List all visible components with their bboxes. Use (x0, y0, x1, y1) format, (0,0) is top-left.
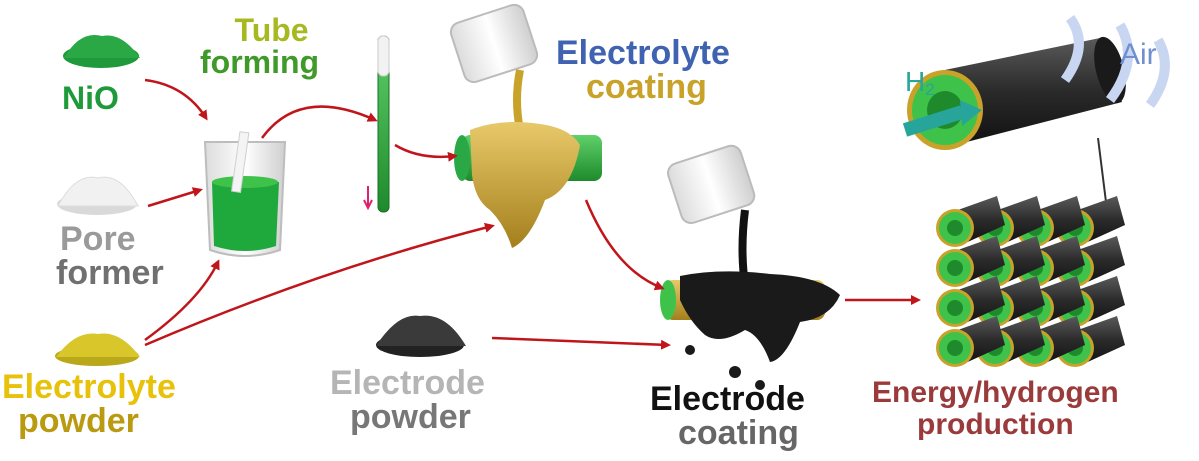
label-tube-forming: Tube forming (200, 14, 319, 78)
bundle-cell (936, 316, 1005, 367)
label-pore-former-line2: former (56, 254, 164, 292)
single-tubular-cell (907, 36, 1126, 150)
label-electrolyte-powder: Electrolyte powder (2, 370, 176, 438)
label-nio: NiO (62, 82, 119, 114)
label-h2-text: H (905, 66, 926, 97)
label-pore-former: Pore former (56, 222, 164, 290)
h2-flow-arrowhead (960, 100, 982, 126)
electrode-pour-cup (667, 144, 756, 225)
arrow-electrolyte-coating-to-electrode-coating (584, 199, 665, 291)
nio-powder-pile (63, 34, 140, 68)
label-air-text: Air (1120, 38, 1157, 71)
label-electrode-coating: Electrode coating (650, 382, 805, 450)
electrolyte-pour-cup (449, 3, 539, 84)
down-indicator-arrowhead (363, 199, 373, 211)
label-tube-forming-line1: Tube (234, 12, 309, 48)
label-h2: H2 (905, 66, 935, 99)
bundle-cell (936, 196, 1005, 247)
bundle-cell (936, 236, 1005, 287)
electrolyte-pour-stream (513, 69, 524, 131)
electrode-powder-pile (376, 315, 466, 357)
electrolyte-coated-tube (454, 122, 602, 248)
electrode-coated-tube (660, 271, 840, 390)
label-electrolyte-coating-line1: Electrolyte (556, 34, 730, 72)
label-electrolyte-powder-line2: powder (18, 402, 139, 440)
label-electrolyte-coating: Electrolyte coating (556, 36, 730, 104)
beaker-slurry (203, 131, 287, 257)
electrolyte-powder-pile (55, 333, 140, 366)
label-tube-forming-line2: forming (200, 44, 320, 80)
air-flow-arrow-1 (1060, 15, 1084, 83)
label-electrode-coating-line1: Electrode (650, 380, 805, 418)
connector-line (1097, 137, 1107, 203)
arrow-electrolyte-powder-to-coating (144, 222, 495, 347)
cell-bundle (936, 196, 1125, 367)
arrow-pore-former-to-beaker (147, 187, 203, 208)
label-electrode-coating-line2: coating (678, 414, 799, 452)
label-electrode-powder-line2: powder (350, 398, 471, 436)
pore-former-pile (57, 176, 139, 215)
label-h2-subscript: 2 (925, 80, 935, 99)
arrow-tube-to-coating (394, 143, 458, 162)
air-flow-arrow-3 (1145, 37, 1170, 108)
h2-flow-arrow (902, 105, 965, 137)
formed-tube (377, 35, 390, 213)
arrow-electrolyte-powder-to-beaker (144, 259, 220, 342)
label-electrode-powder-line1: Electrode (330, 364, 485, 402)
air-flow-arrow-2 (1105, 22, 1133, 103)
label-energy-production-line2: production (917, 408, 1074, 441)
label-electrolyte-coating-line2: coating (586, 68, 707, 106)
label-pore-former-line1: Pore (60, 220, 136, 258)
label-electrolyte-powder-line1: Electrolyte (2, 368, 176, 406)
bundle-cell (936, 276, 1005, 327)
label-energy-production: Energy/hydrogen production (872, 378, 1119, 440)
label-energy-production-line1: Energy/hydrogen (872, 376, 1119, 409)
arrow-nio-to-beaker (144, 78, 208, 121)
arrow-beaker-to-tube (260, 105, 378, 139)
label-electrode-powder: Electrode powder (330, 366, 485, 434)
label-air: Air (1120, 40, 1157, 70)
label-nio-text: NiO (62, 80, 119, 116)
arrow-electrode-powder-to-coating (491, 336, 671, 350)
